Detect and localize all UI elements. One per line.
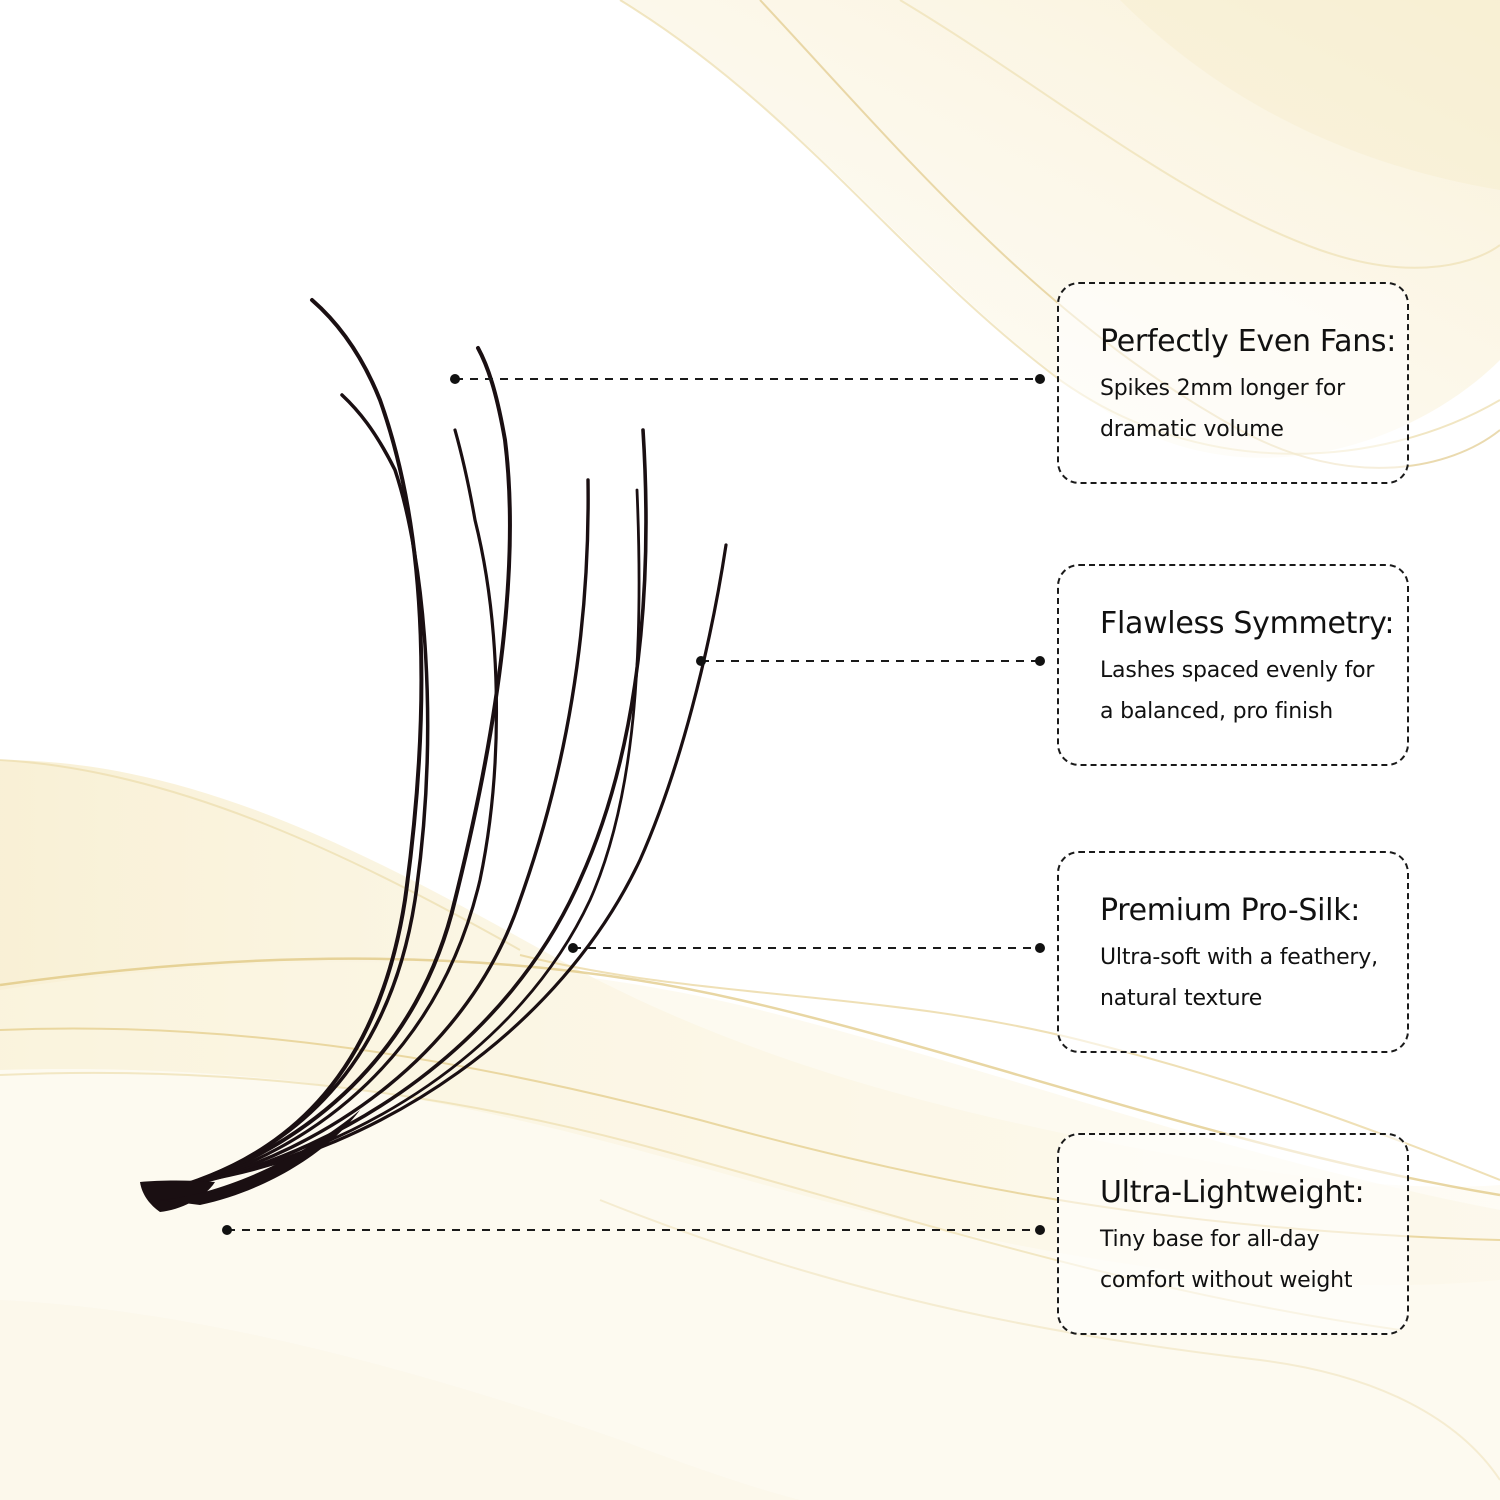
callout-description: Ultra-soft with a feathery, natural text…	[1100, 937, 1387, 1019]
feature-callout-even-fans: Perfectly Even Fans: Spikes 2mm longer f…	[1057, 282, 1409, 484]
callout-line: comfort without weight	[1100, 1268, 1353, 1293]
callout-description: Spikes 2mm longer for dramatic volume	[1100, 368, 1387, 450]
leader-dot	[1035, 374, 1045, 384]
callout-line: natural texture	[1100, 986, 1263, 1011]
callout-title: Premium Pro-Silk:	[1100, 893, 1361, 928]
leader-dot	[1035, 656, 1045, 666]
callout-description: Tiny base for all-day comfort without we…	[1100, 1219, 1387, 1301]
callout-line: Ultra-soft with a feathery,	[1100, 945, 1378, 970]
callout-description: Lashes spaced evenly for a balanced, pro…	[1100, 650, 1387, 732]
leader-dot	[222, 1225, 232, 1235]
leader-dot	[1035, 943, 1045, 953]
leader-dot	[568, 943, 578, 953]
callout-line: Lashes spaced evenly for	[1100, 658, 1375, 683]
feature-callout-symmetry: Flawless Symmetry: Lashes spaced evenly …	[1057, 564, 1409, 766]
feature-callout-lightweight: Ultra-Lightweight: Tiny base for all-day…	[1057, 1133, 1409, 1335]
leader-dot	[450, 374, 460, 384]
callout-title: Ultra-Lightweight:	[1100, 1175, 1365, 1210]
callout-line: Spikes 2mm longer for	[1100, 376, 1345, 401]
leader-dot	[1035, 1225, 1045, 1235]
callout-line: dramatic volume	[1100, 417, 1284, 442]
callout-title: Perfectly Even Fans:	[1100, 324, 1397, 359]
feature-callout-pro-silk: Premium Pro-Silk: Ultra-soft with a feat…	[1057, 851, 1409, 1053]
callout-line: Tiny base for all-day	[1100, 1227, 1320, 1252]
callout-line: a balanced, pro finish	[1100, 699, 1333, 724]
leader-dot	[696, 656, 706, 666]
callout-title: Flawless Symmetry:	[1100, 606, 1395, 641]
